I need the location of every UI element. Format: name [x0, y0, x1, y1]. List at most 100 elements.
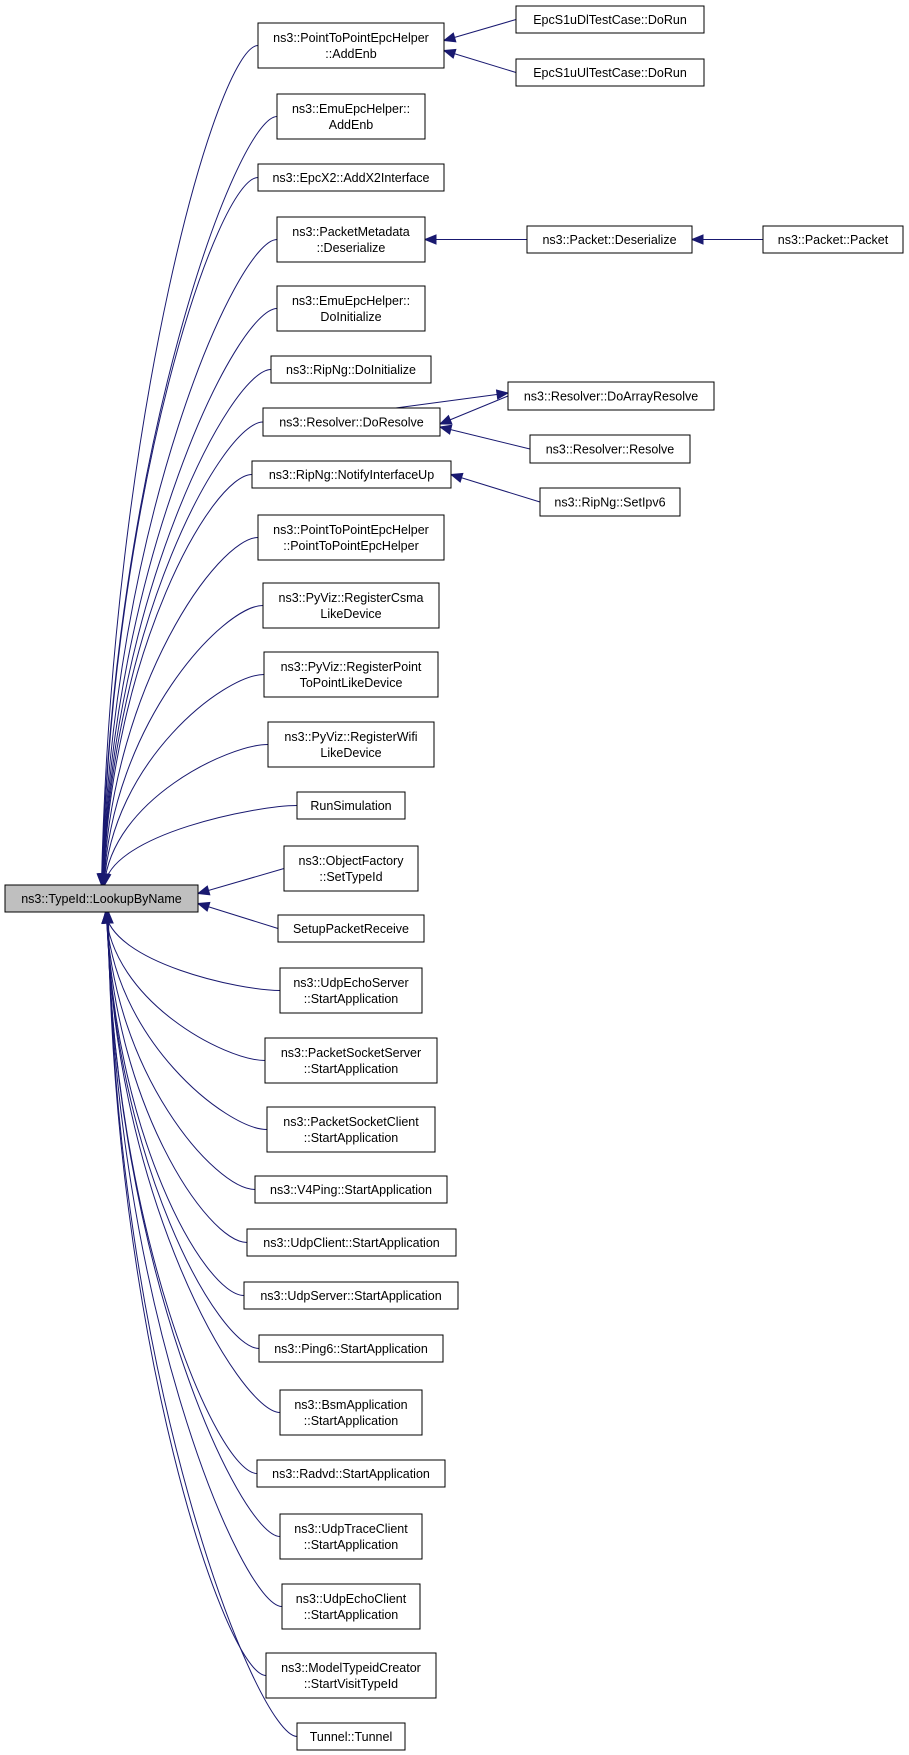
- node-label: LikeDevice: [320, 607, 381, 621]
- edge-resolver_resolve-to-resolver_doresolve-arrowhead: [438, 424, 453, 435]
- node-pyviz_p2p[interactable]: ns3::PyViz::RegisterPointToPointLikeDevi…: [263, 651, 439, 698]
- node-label: ::SetTypeId: [319, 870, 382, 884]
- edge-ripng_setipv6-to-ripng_notify: [450, 474, 541, 503]
- node-box: [256, 1459, 446, 1488]
- node-box: [251, 460, 452, 489]
- node-modeltypeid[interactable]: ns3::ModelTypeidCreator::StartVisitTypeI…: [265, 1652, 437, 1699]
- node-root[interactable]: ns3::TypeId::LookupByName: [4, 884, 199, 913]
- node-label: ::StartApplication: [304, 992, 399, 1006]
- node-ping6[interactable]: ns3::Ping6::StartApplication: [258, 1334, 444, 1363]
- node-tunnel[interactable]: Tunnel::Tunnel: [296, 1722, 406, 1751]
- node-label: ns3::PyViz::RegisterPoint: [281, 660, 422, 674]
- node-label: ns3::EmuEpcHelper::: [292, 294, 410, 308]
- edge-pktmeta_deser-to-root: [101, 239, 278, 886]
- node-label: EpcS1uDlTestCase::DoRun: [533, 13, 687, 27]
- node-pkt_ctor[interactable]: ns3::Packet::Packet: [762, 225, 904, 254]
- node-resolver_doresolve[interactable]: ns3::Resolver::DoResolve: [262, 407, 441, 437]
- node-label: ns3::PacketSocketClient: [283, 1115, 419, 1129]
- node-label: ns3::Radvd::StartApplication: [272, 1467, 430, 1481]
- edge-resolver_doresolve-to-resolver_doarray: [395, 392, 509, 409]
- node-box: [762, 225, 904, 254]
- node-box: [296, 1722, 406, 1751]
- edge-resolver_doresolve-to-resolver_doarray-arrowhead: [495, 389, 510, 400]
- node-box: [296, 791, 406, 820]
- node-label: SetupPacketReceive: [293, 922, 409, 936]
- edge-pktsockserver-to-root: [105, 911, 266, 1061]
- node-label: ns3::Resolver::DoResolve: [279, 416, 424, 430]
- node-label: ns3::PointToPointEpcHelper: [273, 31, 429, 45]
- node-udpechoclient[interactable]: ns3::UdpEchoClient::StartApplication: [281, 1583, 421, 1630]
- node-udptrace[interactable]: ns3::UdpTraceClient::StartApplication: [279, 1513, 423, 1560]
- node-box: [276, 285, 426, 332]
- node-box: [262, 582, 440, 629]
- node-box: [266, 1106, 436, 1153]
- edge-ripng_doinit-to-root: [102, 369, 272, 886]
- edges-layer: [96, 19, 763, 1737]
- edge-runsim-to-root: [104, 805, 298, 886]
- edge-pyviz_p2p-to-root: [103, 674, 265, 886]
- node-label: ns3::Packet::Packet: [778, 233, 889, 247]
- node-box: [257, 163, 445, 192]
- node-emu_doinit[interactable]: ns3::EmuEpcHelper::DoInitialize: [276, 285, 426, 332]
- node-label: ns3::RipNg::SetIpv6: [554, 496, 665, 510]
- node-box: [529, 434, 691, 464]
- node-box: [283, 845, 419, 892]
- node-radvd[interactable]: ns3::Radvd::StartApplication: [256, 1459, 446, 1488]
- edge-pyviz_wifi-to-root: [103, 744, 269, 886]
- edge-objfactory-to-root-arrowhead: [196, 885, 211, 896]
- node-v4ping[interactable]: ns3::V4Ping::StartApplication: [254, 1175, 448, 1204]
- node-pktmeta_deser[interactable]: ns3::PacketMetadata::Deserialize: [276, 216, 426, 263]
- edge-modeltypeid-to-root: [107, 911, 267, 1676]
- edge-setuppkt-to-root-arrowhead: [196, 901, 211, 912]
- node-p2p_ctor[interactable]: ns3::PointToPointEpcHelper::PointToPoint…: [257, 514, 445, 561]
- node-box: [507, 381, 715, 411]
- node-label: ::StartApplication: [304, 1062, 399, 1076]
- edge-udpechoserver-to-root: [104, 911, 281, 991]
- edge-resolver_doarray-to-resolver_doresolve: [439, 395, 509, 425]
- node-epcdl[interactable]: EpcS1uDlTestCase::DoRun: [515, 5, 705, 34]
- edge-pkt_ctor-to-pkt_deser-arrowhead: [690, 234, 704, 245]
- node-runsim[interactable]: RunSimulation: [296, 791, 406, 820]
- node-p2p_addenb[interactable]: ns3::PointToPointEpcHelper::AddEnb: [257, 22, 445, 69]
- node-label: RunSimulation: [310, 799, 391, 813]
- node-pktsockclient[interactable]: ns3::PacketSocketClient::StartApplicatio…: [266, 1106, 436, 1153]
- node-pktsockserver[interactable]: ns3::PacketSocketServer::StartApplicatio…: [264, 1037, 438, 1084]
- node-ripng_setipv6[interactable]: ns3::RipNg::SetIpv6: [539, 487, 681, 517]
- node-resolver_resolve[interactable]: ns3::Resolver::Resolve: [529, 434, 691, 464]
- node-udpserver[interactable]: ns3::UdpServer::StartApplication: [243, 1281, 459, 1310]
- edge-objfactory-to-root: [197, 868, 285, 894]
- node-bsmapp[interactable]: ns3::BsmApplication::StartApplication: [279, 1389, 423, 1436]
- node-label: ns3::TypeId::LookupByName: [21, 892, 182, 906]
- node-label: ::StartApplication: [304, 1131, 399, 1145]
- edge-radvd-to-root: [106, 911, 258, 1474]
- node-objfactory[interactable]: ns3::ObjectFactory::SetTypeId: [283, 845, 419, 892]
- node-label: ToPointLikeDevice: [300, 676, 403, 690]
- node-box: [279, 1513, 423, 1560]
- node-label: ::StartVisitTypeId: [304, 1677, 398, 1691]
- node-label: ns3::EpcX2::AddX2Interface: [272, 171, 429, 185]
- node-label: AddEnb: [329, 118, 374, 132]
- node-label: ns3::PointToPointEpcHelper: [273, 523, 429, 537]
- node-setuppkt[interactable]: SetupPacketReceive: [277, 914, 425, 943]
- node-epcx2_addx2[interactable]: ns3::EpcX2::AddX2Interface: [257, 163, 445, 192]
- node-epcul[interactable]: EpcS1uUlTestCase::DoRun: [515, 58, 705, 87]
- node-resolver_doarray[interactable]: ns3::Resolver::DoArrayResolve: [507, 381, 715, 411]
- node-emu_addenb[interactable]: ns3::EmuEpcHelper::AddEnb: [276, 93, 426, 140]
- node-label: ns3::Resolver::Resolve: [546, 443, 675, 457]
- node-pkt_deser[interactable]: ns3::Packet::Deserialize: [526, 225, 693, 254]
- node-box: [277, 914, 425, 943]
- edge-setuppkt-to-root: [197, 903, 279, 929]
- node-label: ns3::UdpTraceClient: [294, 1522, 408, 1536]
- node-label: ns3::UdpEchoClient: [296, 1592, 407, 1606]
- edge-epcdl-to-p2p_addenb: [443, 19, 517, 41]
- edge-resolver_resolve-to-resolver_doresolve: [439, 426, 531, 450]
- node-box: [276, 216, 426, 263]
- node-ripng_notify[interactable]: ns3::RipNg::NotifyInterfaceUp: [251, 460, 452, 489]
- node-label: ns3::V4Ping::StartApplication: [270, 1183, 432, 1197]
- edge-udpclient-to-root: [105, 911, 248, 1243]
- node-udpechoserver[interactable]: ns3::UdpEchoServer::StartApplication: [279, 967, 423, 1014]
- node-ripng_doinit[interactable]: ns3::RipNg::DoInitialize: [270, 355, 432, 384]
- node-udpclient[interactable]: ns3::UdpClient::StartApplication: [246, 1228, 457, 1257]
